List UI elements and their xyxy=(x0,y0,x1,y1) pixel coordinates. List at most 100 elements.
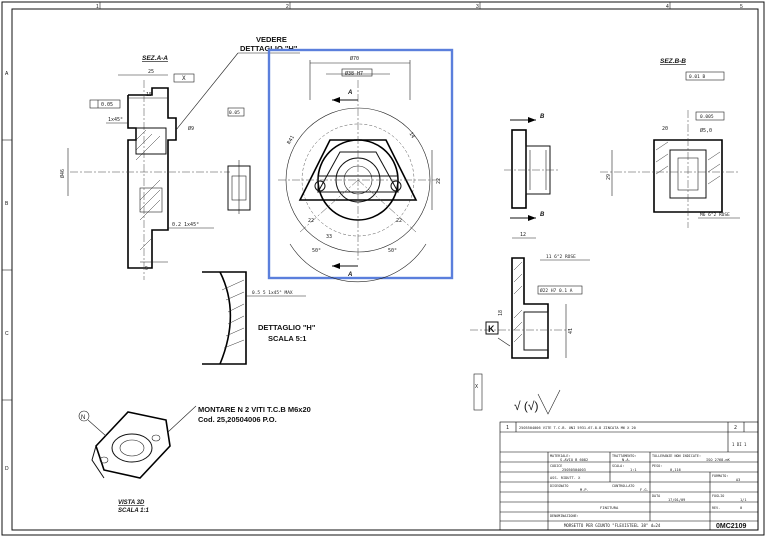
dim-20: 20 xyxy=(662,126,668,132)
dim-r41: R41 xyxy=(286,135,296,146)
highlight-box xyxy=(267,48,454,280)
side-section-view: 12 11 6°2 ROSE Ø22 H7 0.1 A 41 18 K √ (√… xyxy=(470,232,590,415)
tb-drawn-value: M.P. xyxy=(580,488,589,492)
dim-25: 25 xyxy=(148,69,154,75)
tb-code-value: 25050504003 xyxy=(562,468,586,472)
tb-material-value: S.AVIO B 6082 xyxy=(560,458,588,462)
tol-side-a: 0.05 xyxy=(101,102,113,108)
dim-chamfer-a: 1x45° xyxy=(108,117,123,123)
tb-tolerance-value: ISO 2768-mK xyxy=(706,458,731,462)
frame-side-d: D xyxy=(5,466,9,472)
tb-sheet-label: FOGLIO xyxy=(712,494,724,498)
tb-rev-value: 0 xyxy=(740,506,742,510)
dim-12: 12 xyxy=(520,232,526,238)
tb-format-value: A3 xyxy=(736,478,740,482)
montare-line2: Cod. 25,20504006 P.O. xyxy=(198,415,277,424)
tb-format-label: FORMATO: xyxy=(712,474,728,478)
tb-material-label: MATERIALE: xyxy=(550,454,570,458)
tb-row-index: 1 xyxy=(506,425,509,431)
section-a-view: SEZ.A-A 25 15 Ø46 1x45° 0.2 1x45° 5 Ø9 xyxy=(59,55,251,280)
vedere-line1: VEDERE xyxy=(256,35,287,44)
vista-line1: VISTA 3D xyxy=(118,500,145,506)
tb-drawing-number: 0MC2109 xyxy=(716,523,746,530)
dim-5: 5 xyxy=(145,266,148,272)
dim-33: 33 xyxy=(326,234,332,240)
tb-scale-label: SCALA: xyxy=(612,464,624,468)
dim-18: 18 xyxy=(498,310,504,316)
dim-dia5: Ø5,0 xyxy=(700,127,712,134)
tb-tratt-label: TRATTAMENTO: xyxy=(612,454,637,458)
detail-h-line2: SCALA 5:1 xyxy=(268,334,306,343)
tb-date-label: DATA xyxy=(652,494,660,498)
dim-50-right: 50° xyxy=(388,248,397,254)
section-b-title: SEZ.B-B xyxy=(660,58,686,65)
dim-22-left: 22 xyxy=(308,218,314,224)
tb-rev-note: 2505504006 VITE T.C.B. UNI 5931-67-8.8 Z… xyxy=(519,426,636,430)
frame-side-c: C xyxy=(5,331,9,337)
dim-22-mid: 22 xyxy=(396,218,402,224)
frame-marker-4: 4 xyxy=(666,4,669,10)
dim-41: 41 xyxy=(568,328,574,334)
frame-marker-5: 5 xyxy=(740,4,743,10)
elevation-b-view: B B xyxy=(504,114,560,221)
datum-x-b: X xyxy=(475,384,478,390)
tb-qty: 2 xyxy=(734,425,737,431)
tb-desc-label: DENOMINAZIONE: xyxy=(550,514,579,518)
dim-m6: M6 6°2 ROSE xyxy=(700,212,730,218)
tb-sub-desc: ASS. RIDUTT. X xyxy=(550,476,581,480)
dim-dia9: Ø9 xyxy=(188,125,194,132)
dim-15: 15 xyxy=(146,92,152,98)
dim-dia46: Ø46 xyxy=(59,169,66,178)
frame-marker-2: 2 xyxy=(286,4,289,10)
tb-finish: FINITURA xyxy=(600,505,619,510)
front-view: A A Ø70 Ø38 H7 22 22 22 50° 50° R41 14 3… xyxy=(278,55,442,283)
dim-14: 14 xyxy=(408,131,416,139)
tb-desc-value: MORSETTO PER GIUNTO "FLEXISTEEL 38" d=24 xyxy=(564,523,661,528)
section-mark-b-bottom: B xyxy=(540,212,545,218)
dim-dia70: Ø70 xyxy=(350,55,359,62)
dim-50-left: 50° xyxy=(312,248,321,254)
dim-detail-chamfer: 0.5 5 1x45° MAX xyxy=(252,290,293,296)
tol-b-frame: 0.01 B xyxy=(689,74,706,80)
section-a-title: SEZ.A-A xyxy=(142,55,168,62)
frame-side-b: B xyxy=(5,201,9,207)
montare-line1: MONTARE N 2 VITI T.C.B M6x20 xyxy=(198,405,311,414)
section-b-view: SEZ.B-B 0.01 B 0.005 29 20 Ø5,0 M6 6°2 R… xyxy=(600,58,740,228)
dim-11: 11 6°2 ROSE xyxy=(546,254,576,260)
iso-view: N MONTARE N 2 VITI T.C.B M6x20 Cod. 25,2… xyxy=(78,405,311,514)
title-block: 1 2505504006 VITE T.C.B. UNI 5931-67-8.8… xyxy=(499,421,759,531)
tb-checked-value: F.G. xyxy=(640,488,649,492)
datum-x-a: X xyxy=(182,75,186,82)
dim-22-right: 22 xyxy=(436,178,442,184)
tb-tolerance-label: TOLLERANZE NON INDICATE: xyxy=(652,454,701,458)
tb-date-value: 17/01/09 xyxy=(668,498,685,502)
tol-side-b: 0.05 xyxy=(229,110,240,116)
tb-tratt-value: N.A. xyxy=(622,458,631,462)
detail-h-view: 0.5 5 1x45° MAX DETTAGLIO "H" SCALA 5:1 xyxy=(202,271,316,365)
tb-code-label: CODICE xyxy=(550,464,562,468)
dim-29: 29 xyxy=(606,174,612,180)
tb-weight-label: PESO: xyxy=(652,464,662,468)
vedere-line2: DETTAGLIO "H" xyxy=(240,44,298,53)
tb-rev-label: REV. xyxy=(712,506,720,510)
frame-side-a: A xyxy=(5,71,9,77)
vista-line2: SCALA 1:1 xyxy=(118,508,149,514)
section-mark-b-top: B xyxy=(540,114,545,120)
section-mark-a-top: A xyxy=(347,90,352,96)
dim-dia38: Ø38 H7 xyxy=(345,70,363,77)
frame-marker-1: 1 xyxy=(96,4,99,10)
dim-chamfer-b: 0.2 1x45° xyxy=(172,222,199,228)
tb-scale-value: 1:1 xyxy=(630,468,637,472)
tb-drawn-label: DISEGNATO xyxy=(550,484,568,488)
tb-checked-label: CONTROLLATO xyxy=(612,484,634,488)
detail-h-line1: DETTAGLIO "H" xyxy=(258,323,316,332)
dim-surface: √ (√) xyxy=(514,399,539,413)
tb-sheet-value: 1/1 xyxy=(740,498,747,502)
datum-n: N xyxy=(81,415,85,421)
dim-dia22: Ø22 H7 0.1 A xyxy=(540,287,573,294)
tb-sheet-of: 1 DI 1 xyxy=(732,442,747,447)
section-a-hatch xyxy=(135,129,161,251)
datum-k: K xyxy=(488,324,495,334)
